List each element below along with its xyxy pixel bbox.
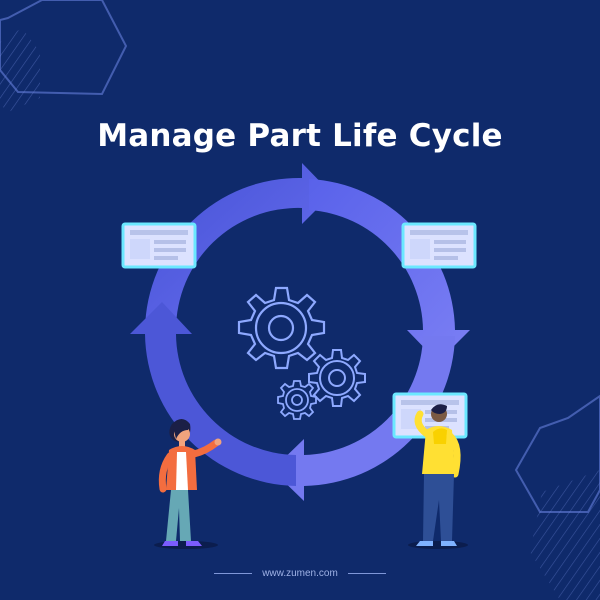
top-left-decoration bbox=[0, 0, 128, 112]
small-gear-icon bbox=[277, 380, 317, 420]
bottom-right-decoration bbox=[514, 394, 600, 600]
page-title: Manage Part Life Cycle bbox=[97, 118, 503, 154]
footer-branding: www.zumen.com bbox=[210, 568, 390, 579]
large-gear-icon bbox=[237, 286, 326, 370]
top-right-window-icon bbox=[401, 222, 477, 269]
website-text: www.zumen.com bbox=[262, 568, 338, 579]
life-cycle-ring bbox=[130, 163, 470, 501]
footer-right-line bbox=[347, 573, 386, 574]
man-illustration bbox=[408, 404, 468, 549]
footer-left-line bbox=[214, 573, 253, 574]
top-left-window-icon bbox=[121, 222, 197, 269]
medium-gear-icon bbox=[308, 349, 366, 407]
woman-illustration bbox=[154, 419, 222, 549]
